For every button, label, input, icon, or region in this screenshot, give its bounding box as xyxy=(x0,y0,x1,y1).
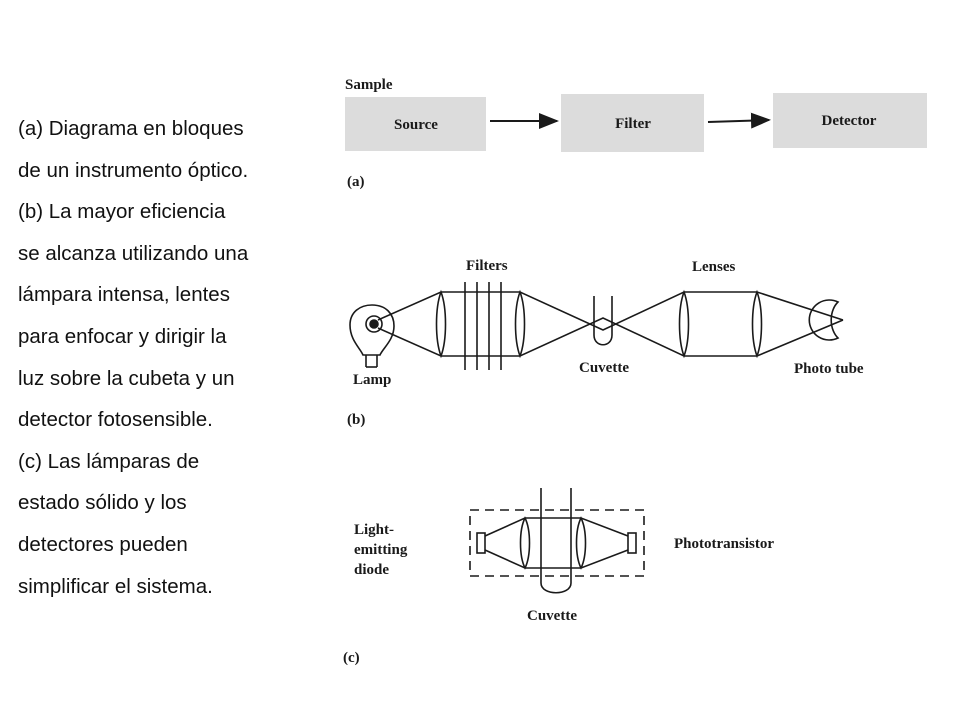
cuvette-c-label: Cuvette xyxy=(527,608,577,624)
panel-a-block-diagram: Sample Source Filter Detector (a) xyxy=(345,77,927,190)
caption-line-12: simplificar el sistema. xyxy=(18,574,213,598)
light-ray-paths-c xyxy=(484,517,629,569)
led-label-3: diode xyxy=(354,562,389,578)
focusing-lens xyxy=(514,289,526,359)
lenses-label: Lenses xyxy=(692,259,736,275)
caption-line-5: lámpara intensa, lentes xyxy=(18,283,230,307)
lamp-bulb xyxy=(349,304,395,368)
collimating-lens-1 xyxy=(678,289,690,359)
condenser-lens xyxy=(435,289,447,359)
led-emitter xyxy=(476,532,486,554)
cuvette-c xyxy=(540,488,572,594)
lens-c-2 xyxy=(575,516,587,570)
detector-block xyxy=(773,93,927,148)
caption-line-4: se alcanza utilizando una xyxy=(18,241,249,265)
led-label-2: emitting xyxy=(354,542,408,558)
panel-c-solid-state: Light- emitting diode Phototransistor Cu… xyxy=(343,488,774,666)
arrow-filter-detector xyxy=(707,112,771,129)
caption-text: (a) Diagrama en bloques de un instrument… xyxy=(18,108,336,607)
lens-c-1 xyxy=(519,516,531,570)
caption-line-9: (c) Las lámparas de xyxy=(18,449,200,473)
detector-label: Detector xyxy=(822,113,877,129)
source-label: Source xyxy=(394,117,438,133)
panel-b-tag: (b) xyxy=(347,412,365,428)
caption-line-8: detector fotosensible. xyxy=(18,408,213,432)
caption-line-11: detectores pueden xyxy=(18,532,188,556)
phototransistor-label: Phototransistor xyxy=(674,536,774,552)
filter-plates xyxy=(464,282,502,370)
dashed-enclosure xyxy=(469,509,645,577)
caption-line-6: para enfocar y dirigir la xyxy=(18,324,227,348)
caption-line-2: de un instrumento óptico. xyxy=(18,158,249,182)
panel-c-tag: (c) xyxy=(343,650,360,666)
caption-line-7: luz sobre la cubeta y un xyxy=(18,366,235,390)
led-label-1: Light- xyxy=(354,522,394,538)
photo-tube xyxy=(808,299,840,341)
cuvette-b xyxy=(593,296,613,346)
source-block xyxy=(345,97,486,151)
phototube-label: Photo tube xyxy=(794,361,864,377)
light-ray-paths xyxy=(377,291,844,357)
caption-line-3: (b) La mayor eficiencia xyxy=(18,200,226,224)
panel-a-tag: (a) xyxy=(347,174,365,190)
cuvette-b-label: Cuvette xyxy=(579,360,629,376)
sample-label: Sample xyxy=(345,77,393,93)
filters-label: Filters xyxy=(466,258,508,274)
phototransistor-sensor xyxy=(627,532,637,554)
caption-line-1: (a) Diagrama en bloques xyxy=(18,117,244,140)
filter-block xyxy=(561,94,704,152)
collimating-lens-2 xyxy=(751,289,763,359)
panel-b-optical-bench: Filters Lenses xyxy=(347,258,864,428)
filter-label: Filter xyxy=(615,116,651,132)
lamp-label: Lamp xyxy=(353,372,391,388)
caption-line-10: estado sólido y los xyxy=(18,491,187,515)
